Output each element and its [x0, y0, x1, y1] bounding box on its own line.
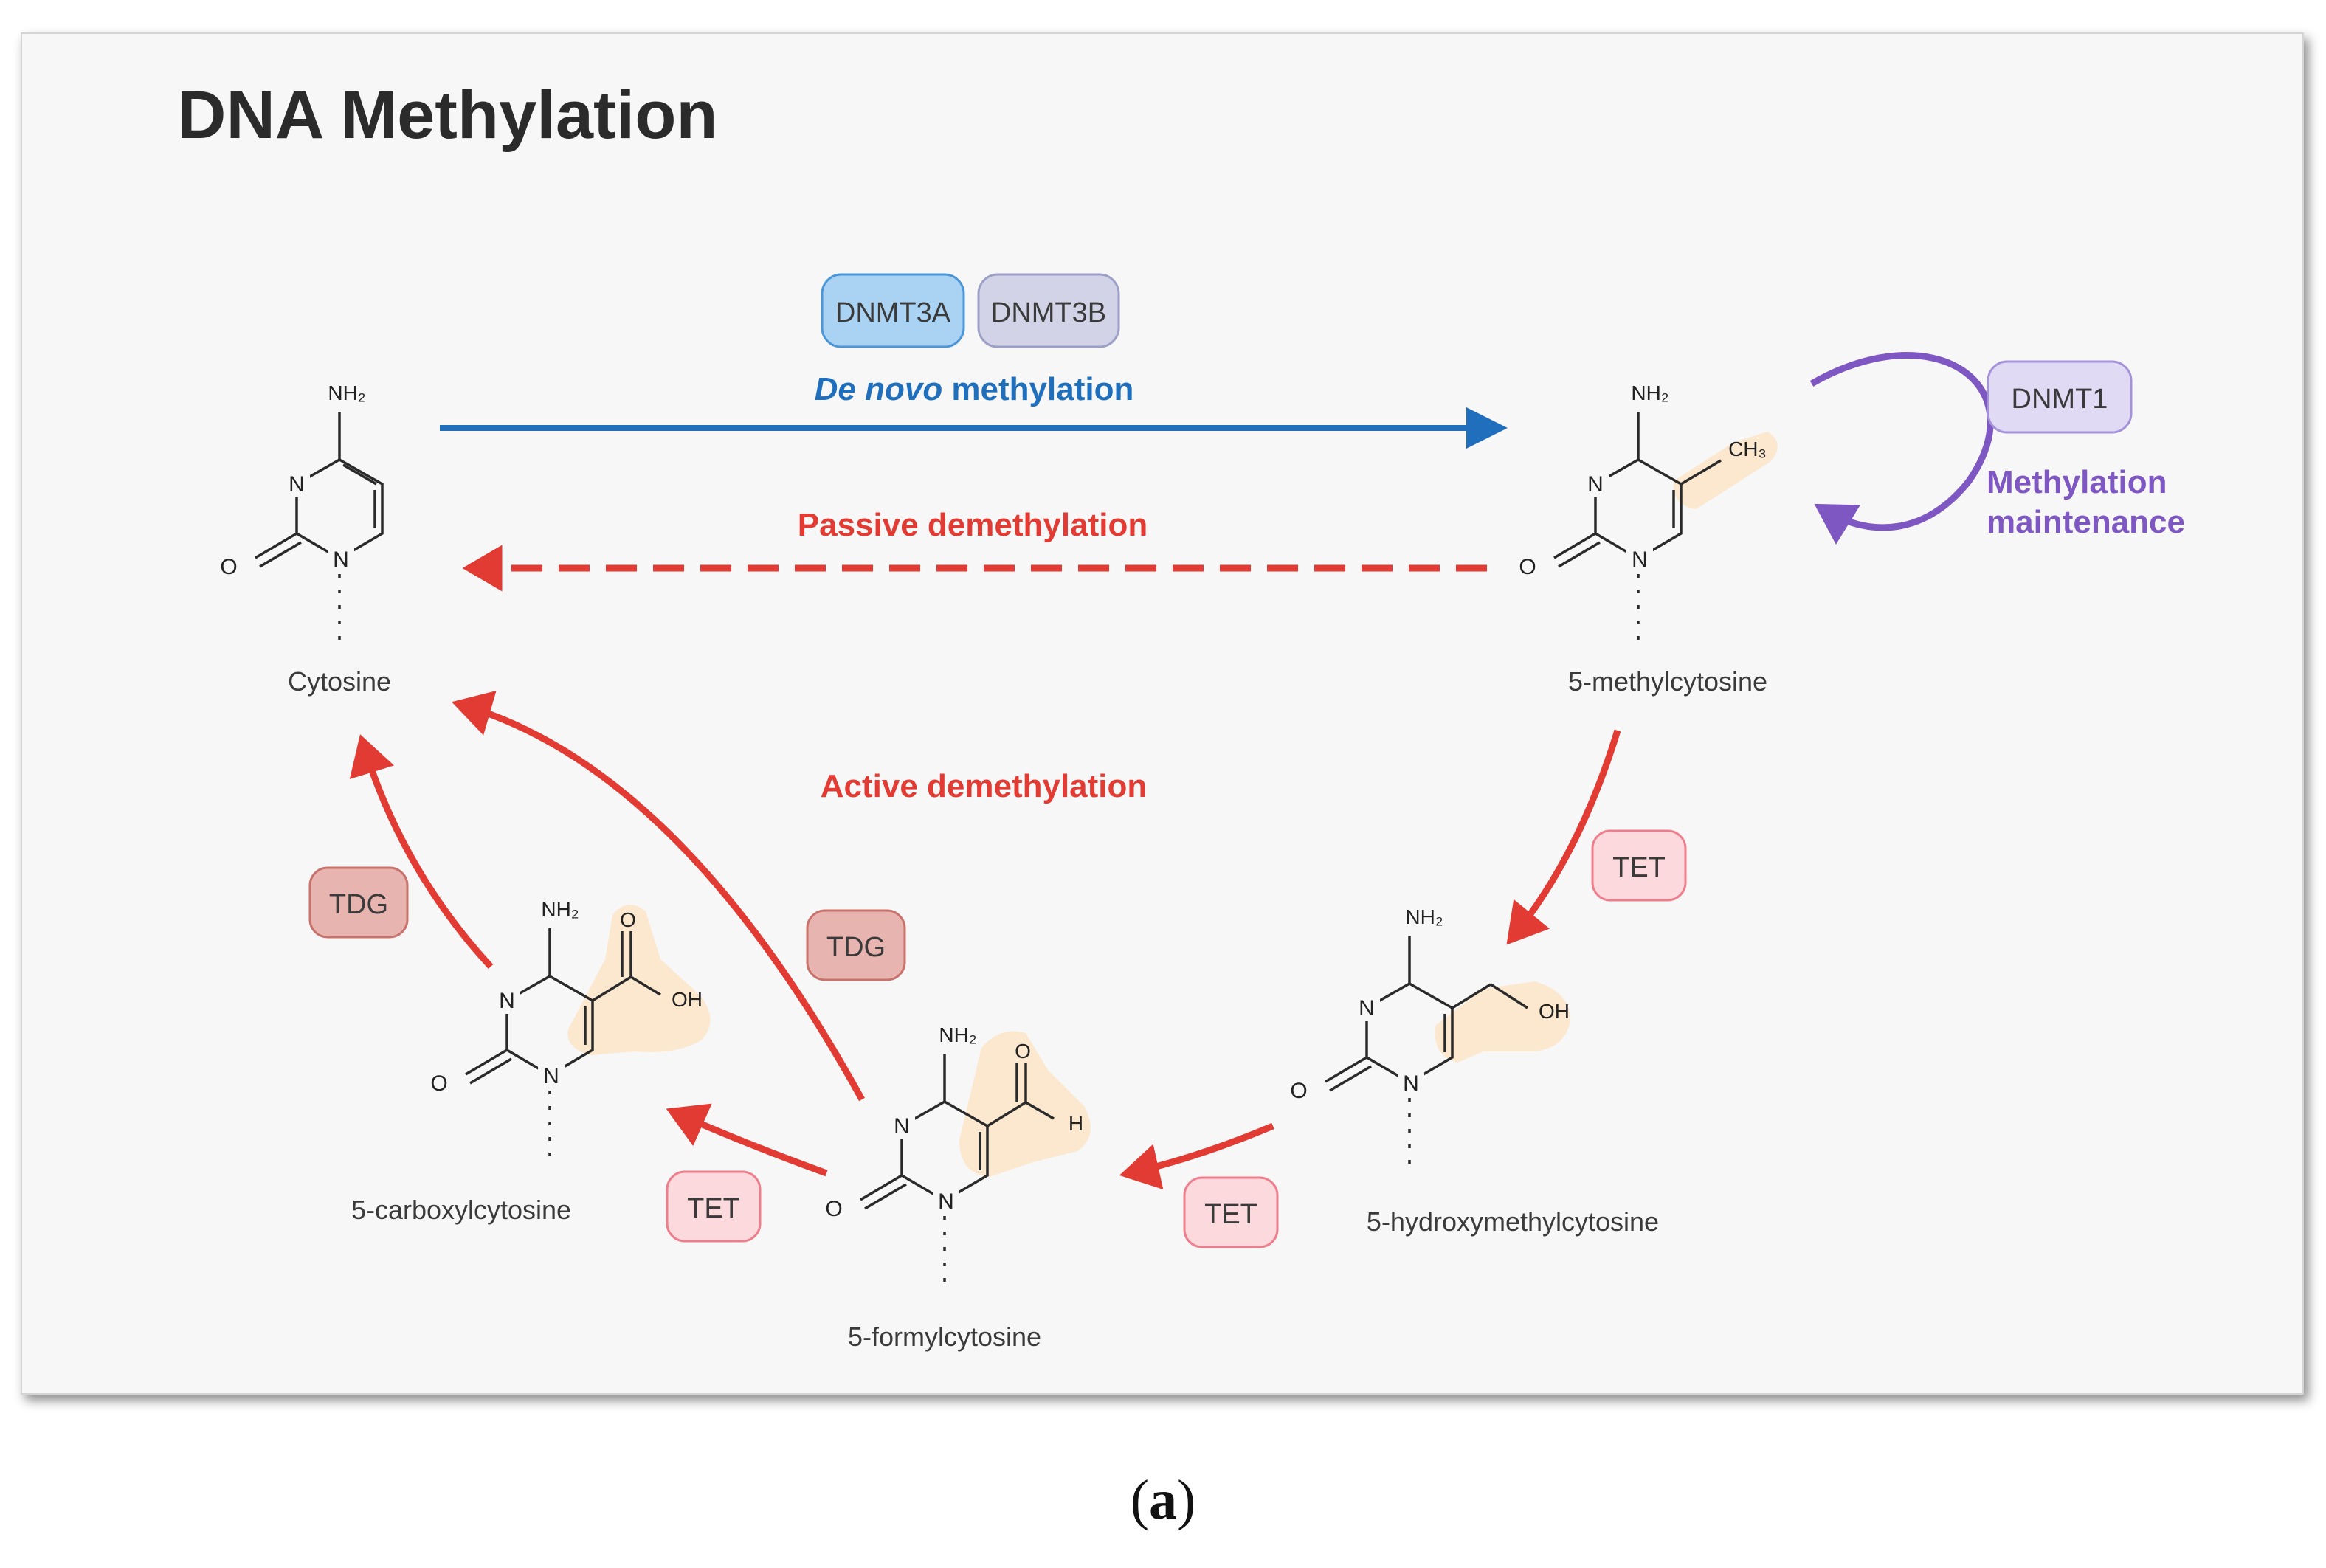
carboxyl-hydroxyl: OH: [672, 988, 703, 1011]
enzyme-dnmt3b-label: DNMT3B: [991, 297, 1106, 328]
formylcytosine-n1: N: [938, 1189, 954, 1214]
methylcytosine-amine: NH₂: [1631, 381, 1668, 404]
de-novo-italic: De novo: [815, 371, 943, 407]
carboxylcytosine-oxo: O: [430, 1071, 447, 1096]
formylcytosine-n3: N: [894, 1114, 910, 1139]
de-novo-rest: methylation: [942, 371, 1133, 407]
enzyme-dnmt3b-badge: DNMT3B: [977, 273, 1120, 348]
page-title: DNA Methylation: [177, 77, 718, 153]
figure-caption: (a): [0, 1468, 2326, 1533]
tet-arrow-5hmc-to-5fc: [1119, 1122, 1274, 1189]
de-novo-methylation-label: De novo methylation: [815, 371, 1134, 407]
methylation-maintenance-label-1: Methylation: [1987, 464, 2167, 500]
enzyme-tdg-badge-2: TDG: [806, 909, 906, 981]
methylation-maintenance-label-2: maintenance: [1987, 504, 2185, 540]
enzyme-tdg-label-1: TDG: [329, 889, 388, 920]
cytosine-amine: NH₂: [328, 381, 365, 404]
cytosine-label: Cytosine: [288, 666, 391, 697]
passive-demethylation-label: Passive demethylation: [798, 507, 1148, 543]
enzyme-tdg-label-2: TDG: [826, 932, 886, 963]
enzyme-tet-label-1: TET: [1612, 852, 1666, 883]
methylcytosine-label: 5-methylcytosine: [1568, 666, 1767, 697]
caption-close: ): [1177, 1469, 1196, 1531]
caption-letter: a: [1149, 1469, 1177, 1531]
hydroxymethylcytosine-oxo: O: [1290, 1079, 1307, 1103]
tet-arrow-5mc-to-5hmc: [1506, 729, 1621, 945]
hydroxymethylcytosine-label: 5-hydroxymethylcytosine: [1367, 1206, 1659, 1237]
enzyme-dnmt3a-badge: DNMT3A: [821, 273, 965, 348]
formylcytosine-oxo: O: [825, 1197, 842, 1221]
hydroxymethylcytosine-molecule: NH₂ OH N N O 5-hydroxymethylcytosine: [1290, 905, 1659, 1237]
active-demethylation-label: Active demethylation: [821, 768, 1148, 804]
carboxyl-oxygen: O: [620, 908, 636, 931]
formyl-oxygen: O: [1015, 1040, 1031, 1063]
formylcytosine-molecule: NH₂ O H N N O 5-formylcytosine: [825, 1023, 1083, 1352]
enzyme-tet-badge-1: TET: [1591, 829, 1687, 902]
modification-highlights: [567, 432, 1778, 1177]
enzyme-dnmt3a-label: DNMT3A: [835, 297, 951, 328]
methylcytosine-molecule: NH₂ CH₃ N N O 5-methylcytosine: [1519, 381, 1767, 697]
carboxylcytosine-amine: NH₂: [541, 898, 579, 921]
carboxylcytosine-molecule: NH₂ O OH N N O 5-carboxylcytosine: [351, 898, 703, 1225]
methylcytosine-n1: N: [1632, 548, 1648, 572]
formylcytosine-label: 5-formylcytosine: [848, 1322, 1041, 1352]
methyl-group: CH₃: [1728, 438, 1767, 460]
cytosine-molecule: NH₂ N N O Cytosine: [220, 381, 391, 697]
caption-open: (: [1130, 1469, 1149, 1531]
methylcytosine-oxo: O: [1519, 555, 1536, 579]
tdg-arrow-5cac-to-cytosine: [349, 734, 494, 970]
enzyme-dnmt1-badge: DNMT1: [1987, 360, 2133, 434]
carboxylcytosine-n1: N: [543, 1064, 559, 1088]
hydroxymethylcytosine-n3: N: [1359, 996, 1375, 1020]
enzyme-tet-label-2: TET: [1204, 1199, 1257, 1230]
formyl-hydrogen: H: [1069, 1112, 1083, 1135]
enzyme-tet-badge-3: TET: [666, 1170, 762, 1243]
hydroxymethylcytosine-amine: NH₂: [1405, 905, 1443, 928]
cytosine-n1: N: [333, 548, 349, 572]
enzyme-tet-label-3: TET: [687, 1193, 740, 1224]
hydroxyl-group: OH: [1539, 1000, 1570, 1023]
methylcytosine-n3: N: [1587, 472, 1604, 497]
cytosine-n3: N: [289, 472, 305, 497]
enzyme-tet-badge-2: TET: [1183, 1176, 1279, 1248]
hydroxymethylcytosine-n1: N: [1403, 1071, 1419, 1096]
enzyme-dnmt1-label: DNMT1: [2012, 384, 2108, 415]
cytosine-oxo: O: [220, 555, 237, 579]
carboxylcytosine-label: 5-carboxylcytosine: [351, 1195, 571, 1225]
formylcytosine-amine: NH₂: [939, 1023, 976, 1046]
carboxylcytosine-n3: N: [499, 989, 515, 1013]
enzyme-tdg-badge-1: TDG: [308, 866, 409, 939]
maintenance-loop-arrow: [1809, 352, 1994, 545]
tet-arrow-5fc-to-5cac: [666, 1103, 828, 1177]
tdg-arrow-5fc-to-cytosine: [452, 690, 865, 1102]
